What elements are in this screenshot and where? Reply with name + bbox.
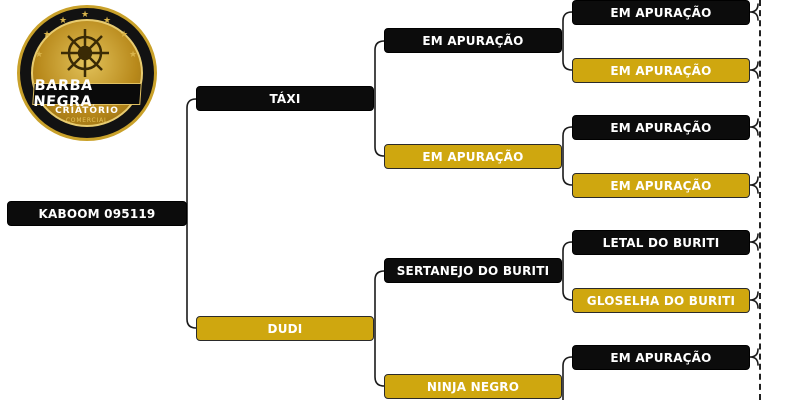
logo-brand-name: BARBA NEGRA — [32, 78, 142, 110]
ship-wheel-icon — [61, 29, 109, 77]
logo-subtitle-small: COMERCIAL — [65, 117, 109, 124]
node-gen3-7: EM APURAÇÃO — [572, 345, 750, 370]
connector-g2-1 — [562, 11, 573, 71]
star-icon: ★ — [81, 10, 90, 20]
node-maternal-grandsire: SERTANEJO DO BURITI — [384, 258, 562, 283]
node-gen3-5: LETAL DO BURITI — [572, 230, 750, 255]
node-dam: DUDI — [196, 316, 374, 341]
node-gen3-2: EM APURAÇÃO — [572, 58, 750, 83]
page-edge-dashed-line — [759, 0, 761, 400]
star-icon: ★ — [129, 50, 138, 60]
star-icon: ★ — [103, 16, 112, 26]
star-icon: ★ — [43, 30, 52, 40]
connector-dudi — [374, 270, 385, 387]
connector-g2-2 — [562, 126, 573, 186]
connector-root — [186, 98, 197, 329]
node-gen3-4: EM APURAÇÃO — [572, 173, 750, 198]
connector-g2-4 — [562, 356, 573, 400]
logo-inner-medallion — [31, 19, 143, 127]
node-gen3-3: EM APURAÇÃO — [572, 115, 750, 140]
node-maternal-granddam: NINJA NEGRO — [384, 374, 562, 399]
node-sire: TÁXI — [196, 86, 374, 111]
connector-taxi — [374, 40, 385, 157]
star-icon: ★ — [35, 50, 44, 60]
logo-subtitle: CRIATÓRIO — [55, 106, 119, 116]
barba-negra-logo: ★ ★ ★ ★ ★ ★ ★ BARBA NEGRA CRIATÓRIO COME… — [17, 5, 157, 141]
star-icon: ★ — [59, 16, 68, 26]
star-icon: ★ — [120, 30, 129, 40]
node-paternal-grandsire: EM APURAÇÃO — [384, 28, 562, 53]
node-gen3-1: EM APURAÇÃO — [572, 0, 750, 25]
connector-g2-3 — [562, 241, 573, 301]
node-paternal-granddam: EM APURAÇÃO — [384, 144, 562, 169]
node-gen3-6: GLOSELHA DO BURITI — [572, 288, 750, 313]
connector-g3-stubs — [749, 3, 759, 366]
node-root: KABOOM 095119 — [7, 201, 187, 226]
